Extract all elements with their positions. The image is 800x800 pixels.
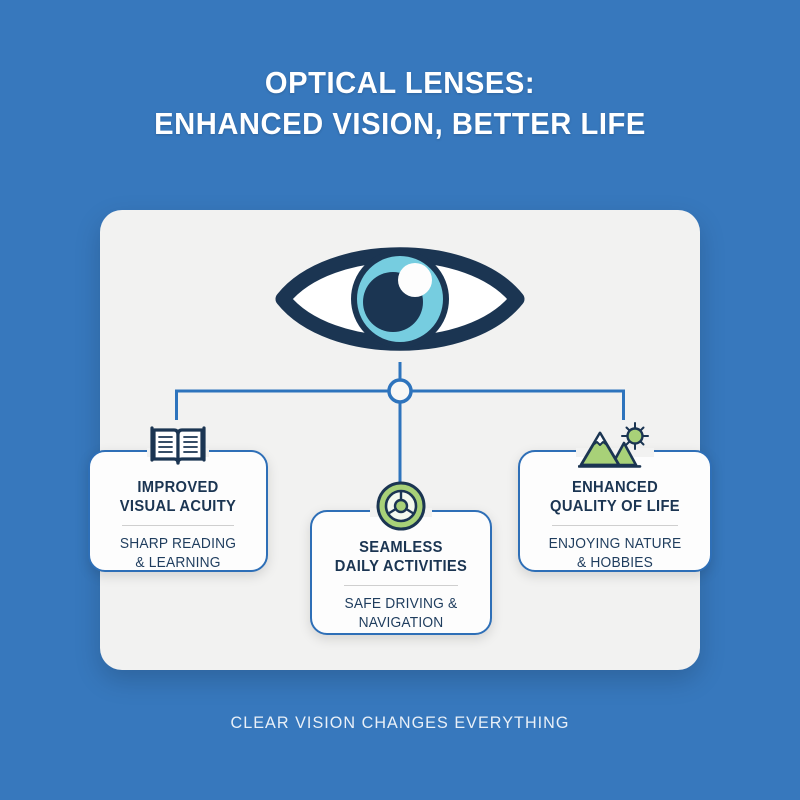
card-icon-notch <box>576 448 654 457</box>
card-seamless-daily-activities[interactable]: SEAMLESS DAILY ACTIVITIES SAFE DRIVING &… <box>310 481 492 635</box>
card-subtitle-line-2: & LEARNING <box>135 554 221 571</box>
page-title: OPTICAL LENSES: ENHANCED VISION, BETTER … <box>24 62 776 144</box>
card-title: ENHANCED QUALITY OF LIFE <box>538 478 692 516</box>
card-enhanced-quality-of-life[interactable]: ENHANCED QUALITY OF LIFE ENJOYING NATURE… <box>518 422 712 572</box>
card-subtitle-line-1: SAFE DRIVING & <box>344 596 458 612</box>
mountains-sun-icon <box>577 421 652 469</box>
page-title-line-2: ENHANCED VISION, BETTER LIFE <box>154 106 646 141</box>
card-subtitle-line-2: & HOBBIES <box>577 554 653 571</box>
card-divider <box>344 585 458 586</box>
steering-wheel-icon <box>373 480 429 531</box>
card-title-line-1: ENHANCED <box>571 479 659 496</box>
card-title-line-2: DAILY ACTIVITIES <box>334 558 468 575</box>
card-subtitle: SHARP READING & LEARNING <box>108 535 249 572</box>
open-book-icon <box>150 422 206 470</box>
card-title-line-2: VISUAL ACUITY <box>119 498 237 515</box>
footer-tagline: CLEAR VISION CHANGES EVERYTHING <box>230 713 570 732</box>
eye-icon <box>275 232 525 367</box>
card-subtitle-line-2: NAVIGATION <box>358 614 444 631</box>
card-improved-visual-acuity[interactable]: IMPROVED VISUAL ACUITY SHARP READING & L… <box>88 426 268 572</box>
card-title: SEAMLESS DAILY ACTIVITIES <box>330 538 473 576</box>
card-subtitle: ENJOYING NATURE & HOBBIES <box>538 535 692 572</box>
card-subtitle-line-1: SHARP READING <box>119 536 237 552</box>
page-title-line-1: OPTICAL LENSES: <box>264 65 536 100</box>
card-title-line-2: QUALITY OF LIFE <box>550 498 680 515</box>
card-title: IMPROVED VISUAL ACUITY <box>108 478 249 516</box>
card-title-line-1: IMPROVED <box>137 479 219 496</box>
card-title-line-1: SEAMLESS <box>359 539 443 556</box>
card-subtitle: SAFE DRIVING & NAVIGATION <box>330 595 473 632</box>
card-divider <box>122 525 234 526</box>
card-divider <box>552 525 678 526</box>
card-subtitle-line-1: ENJOYING NATURE <box>548 536 682 552</box>
